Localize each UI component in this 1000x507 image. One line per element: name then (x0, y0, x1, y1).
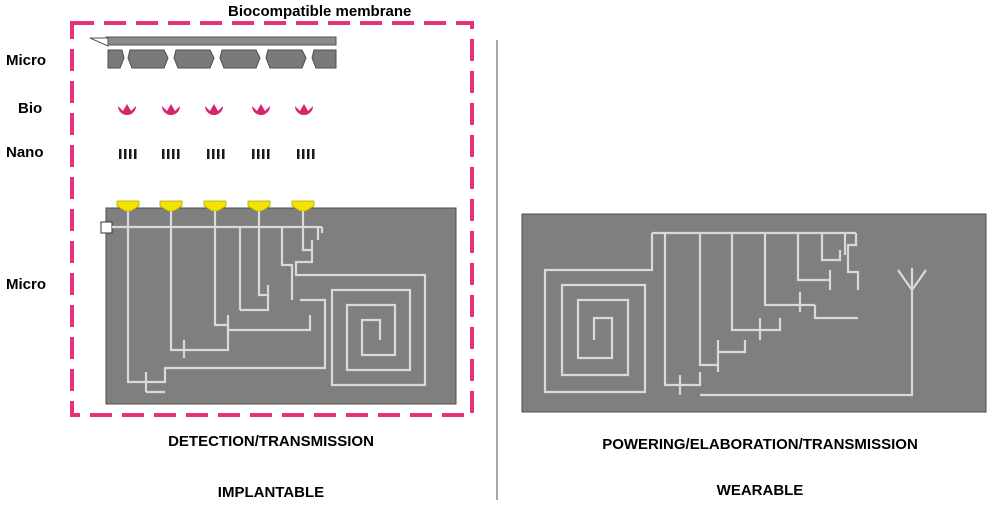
nano-elements (119, 149, 315, 159)
wearable-function-label: POWERING/ELABORATION/TRANSMISSION (602, 436, 918, 453)
layer-label-micro-top: Micro (6, 52, 47, 69)
micro-segment (127, 49, 169, 69)
electrode-pad (159, 200, 183, 212)
nano-cluster (119, 149, 137, 159)
wearable-type-label: WEARABLE (716, 482, 804, 499)
membrane-label: Biocompatible membrane (228, 3, 412, 20)
connector-pad (100, 221, 113, 234)
wearable-chip (521, 213, 987, 413)
micro-beam (105, 36, 337, 46)
bio-receptor (205, 104, 223, 115)
electrode-pads (116, 200, 315, 212)
micro-segment (265, 49, 307, 69)
implantable-chip (100, 200, 457, 405)
antenna-icon (897, 268, 927, 291)
bio-elements (118, 104, 313, 115)
micro-segment (311, 49, 337, 69)
nano-cluster (207, 149, 225, 159)
implantable-function-label: DETECTION/TRANSMISSION (168, 433, 374, 450)
wearable-chip-body (521, 213, 987, 413)
wearable-traces (543, 231, 927, 397)
bio-receptor (162, 104, 180, 115)
bio-receptor (118, 104, 136, 115)
bio-receptor (252, 104, 270, 115)
implantable-traces (112, 211, 427, 394)
micro-beam-tip (89, 37, 109, 47)
bio-receptor (295, 104, 313, 115)
layer-label-bio: Bio (18, 100, 43, 117)
micro-segment (173, 49, 215, 69)
biocompatible-membrane-border (70, 21, 474, 417)
micro-top-structure (89, 36, 337, 69)
nano-cluster (297, 149, 315, 159)
layer-label-micro-bottom: Micro (6, 276, 47, 293)
micro-segment (219, 49, 261, 69)
nano-cluster (162, 149, 180, 159)
layer-label-nano: Nano (6, 144, 44, 161)
spiral-coil-icon (543, 233, 654, 394)
electrode-pad (291, 200, 315, 212)
nano-cluster (252, 149, 270, 159)
micro-segment (107, 49, 125, 69)
electrode-pad (203, 200, 227, 212)
spiral-coil-icon (330, 273, 427, 387)
implantable-type-label: IMPLANTABLE (217, 484, 325, 501)
electrode-pad (247, 200, 271, 212)
electrode-pad (116, 200, 140, 212)
